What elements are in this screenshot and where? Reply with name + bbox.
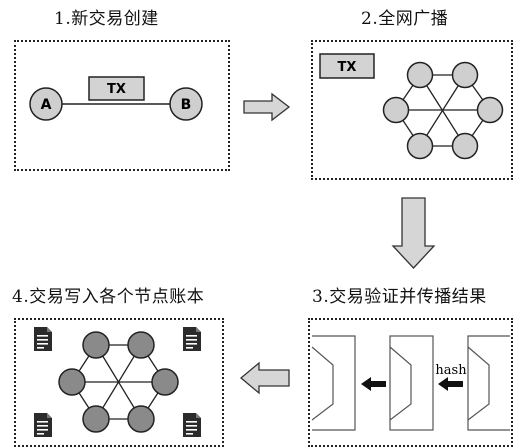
network-node	[58, 368, 86, 396]
step1-diagram: TX A B	[29, 76, 203, 121]
chain-arrow	[438, 377, 463, 391]
network-node	[82, 331, 110, 359]
tx-label: TX	[107, 82, 126, 97]
node-a-label: A	[41, 97, 52, 113]
ledger-document-icon	[183, 413, 201, 437]
step1-title: 1.新交易创建	[54, 9, 159, 29]
step4-diagram	[34, 327, 201, 437]
step3-title: 3.交易验证并传播结果	[312, 287, 487, 307]
tx-box	[319, 53, 375, 79]
network-node	[476, 96, 504, 124]
network-node	[82, 405, 110, 433]
arrow-right	[243, 92, 291, 122]
node-b-label: B	[181, 97, 192, 113]
step2-diagram: TX	[319, 53, 504, 160]
node-a	[29, 87, 63, 121]
tx-box	[88, 76, 145, 101]
network-node	[127, 331, 155, 359]
step2-title: 2.全网广播	[361, 9, 449, 29]
ledger-document-icon	[34, 327, 52, 351]
node-b	[169, 87, 203, 121]
network-node	[127, 405, 155, 433]
step3-diagram: hash	[311, 335, 510, 431]
hash-label: hash	[435, 363, 467, 378]
network-node	[406, 132, 434, 160]
network-edges	[71, 344, 166, 420]
ledger-document-icon	[183, 327, 201, 351]
step4-title: 4.交易写入各个节点账本	[12, 287, 205, 307]
network-node	[451, 132, 479, 160]
chain-arrow	[361, 377, 386, 391]
network-node	[406, 61, 434, 89]
arrow-left	[239, 361, 290, 395]
step4-panel	[14, 318, 224, 447]
step1-panel	[14, 40, 230, 171]
tx-label: TX	[338, 60, 357, 75]
step3-panel	[308, 318, 513, 447]
network-node	[151, 368, 179, 396]
arrow-down	[391, 197, 436, 269]
network-edges	[395, 74, 491, 147]
step2-panel	[311, 40, 513, 180]
ledger-document-icon	[34, 413, 52, 437]
network-node	[451, 61, 479, 89]
network-node	[382, 96, 410, 124]
